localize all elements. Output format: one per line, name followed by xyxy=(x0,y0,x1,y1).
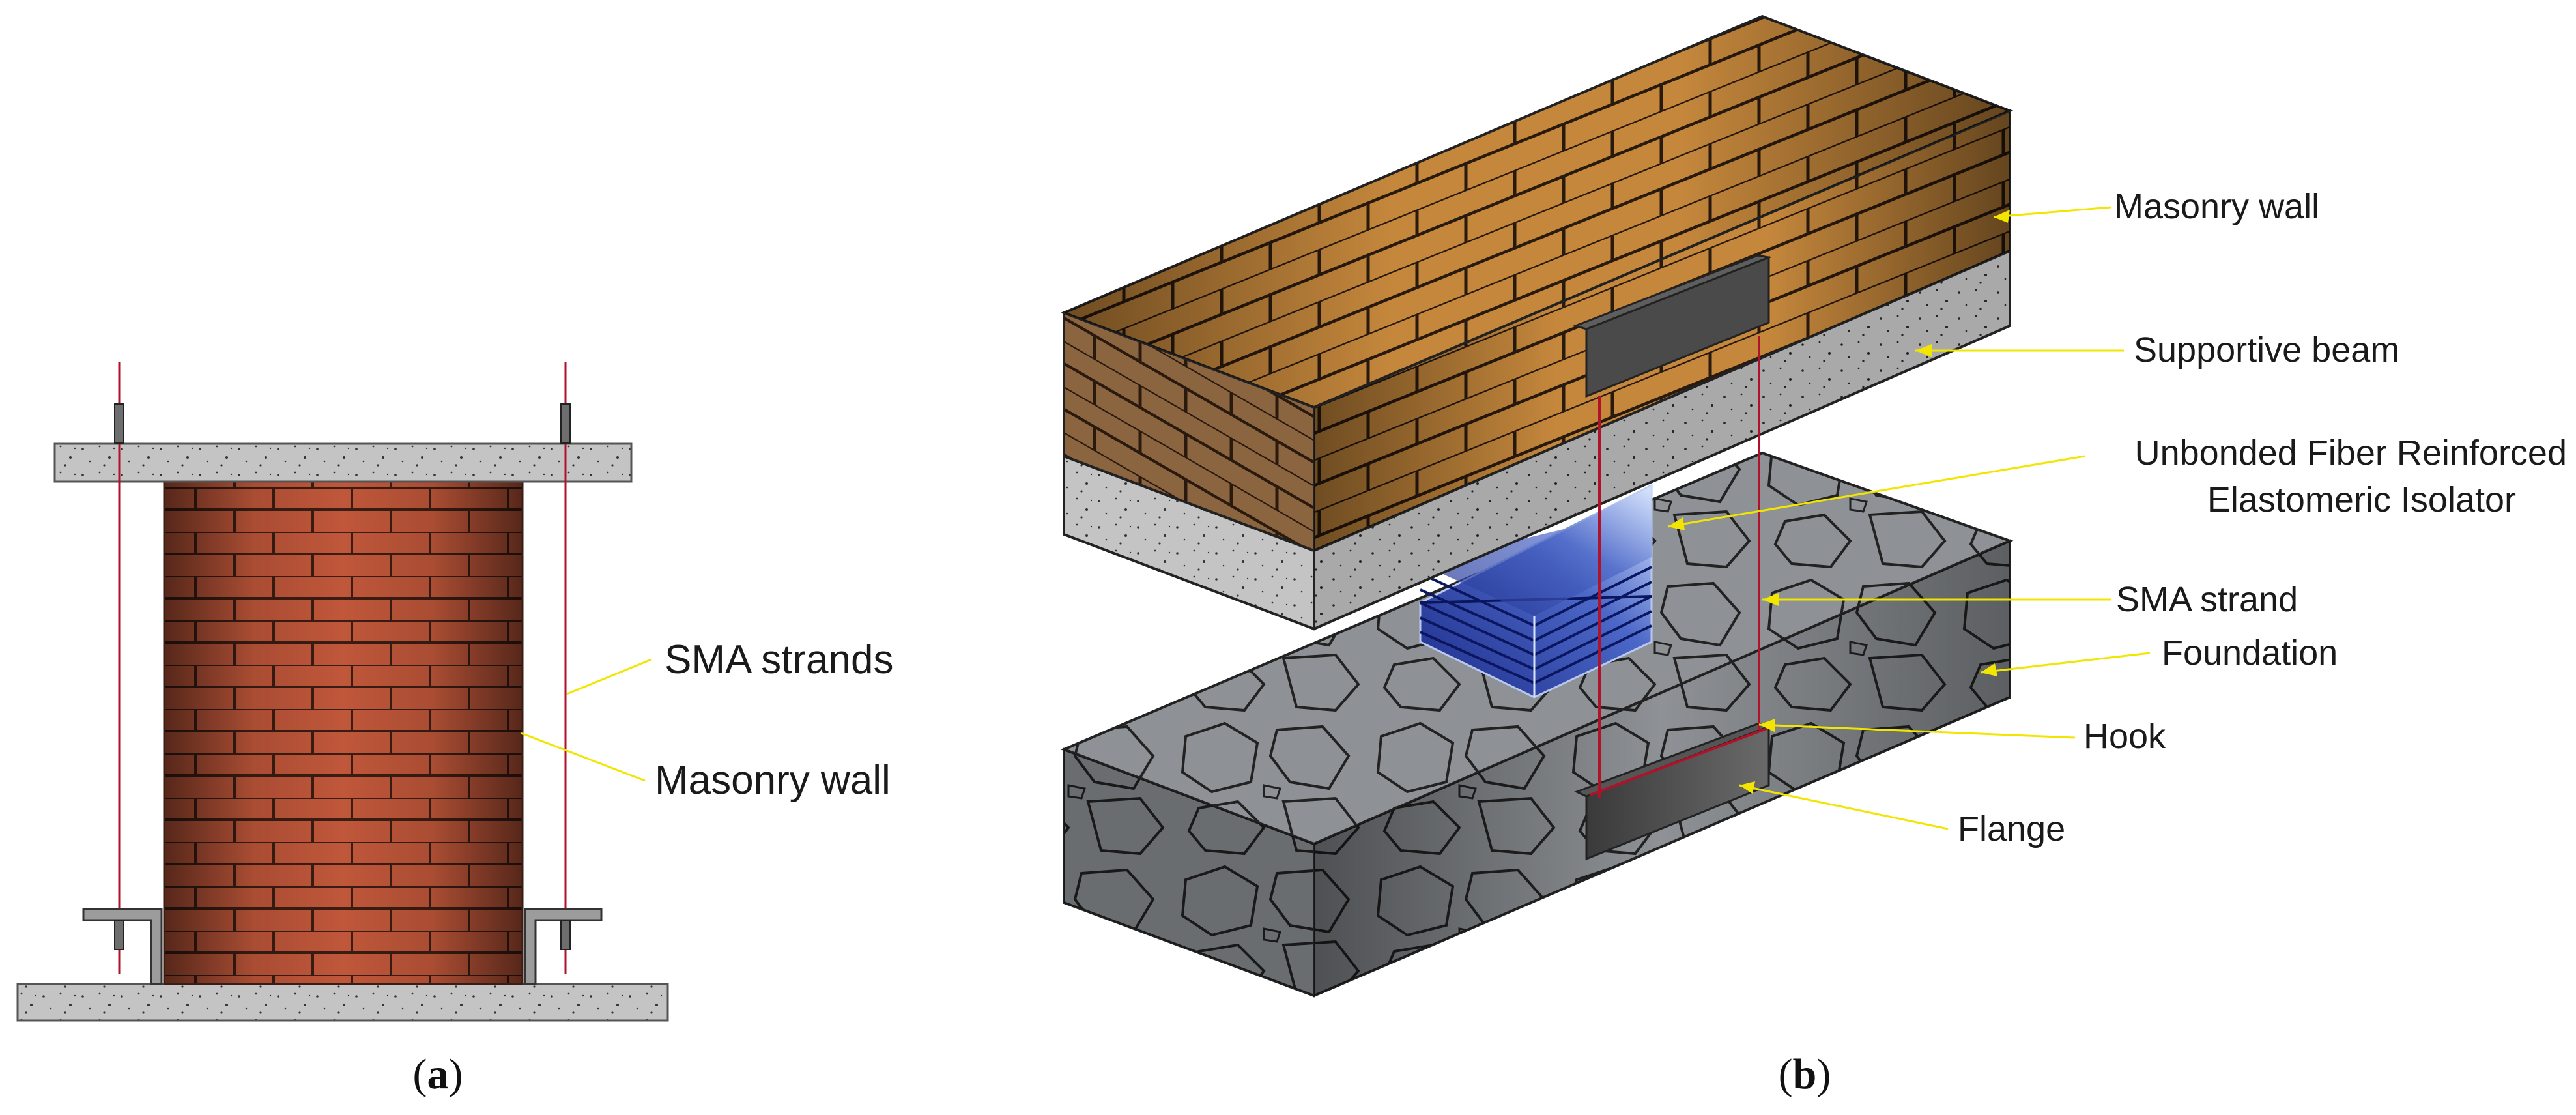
top-hook-left xyxy=(114,403,124,444)
flange xyxy=(1574,722,1772,861)
label-sma-strands: SMA strands xyxy=(665,637,893,682)
caption-b-letter: b xyxy=(1793,1050,1817,1098)
label-sma-strand: SMA strand xyxy=(2116,580,2298,619)
leader-isolator xyxy=(1667,455,2085,528)
panel-a: SMA strands Masonry wall (a) xyxy=(16,362,893,1098)
label-isolator-line1: Unbonded Fiber Reinforced xyxy=(2135,433,2567,472)
label-supportive-beam: Supportive beam xyxy=(2134,330,2399,369)
top-flange xyxy=(1572,254,1773,398)
leader-sma-strands xyxy=(566,658,652,695)
isolator xyxy=(1419,484,1653,699)
label-flange: Flange xyxy=(1958,809,2065,848)
top-hook-right xyxy=(560,403,571,444)
caption-a: (a) xyxy=(413,1050,463,1098)
top-slab xyxy=(53,442,633,483)
caption-b: (b) xyxy=(1779,1050,1831,1098)
leader-masonry-wall-a xyxy=(521,732,646,782)
leader-masonry-wall-b xyxy=(1993,206,2111,218)
label-masonry-wall-b: Masonry wall xyxy=(2114,187,2319,226)
label-foundation: Foundation xyxy=(2162,633,2338,673)
bracket-left xyxy=(82,908,163,985)
masonry-wall-a xyxy=(163,478,524,985)
caption-a-letter: a xyxy=(427,1050,449,1098)
label-isolator-line2: Elastomeric Isolator xyxy=(2207,480,2516,519)
label-hook: Hook xyxy=(2083,717,2166,756)
label-masonry-wall-a: Masonry wall xyxy=(655,758,891,803)
leader-hook xyxy=(1758,723,2076,739)
bracket-right xyxy=(524,908,603,985)
leader-flange xyxy=(1739,784,1949,830)
base-slab xyxy=(16,983,669,1022)
panel-b: Masonry wall Supportive beam Unbonded Fi… xyxy=(1060,14,2567,1098)
leader-foundation xyxy=(1980,652,2151,674)
